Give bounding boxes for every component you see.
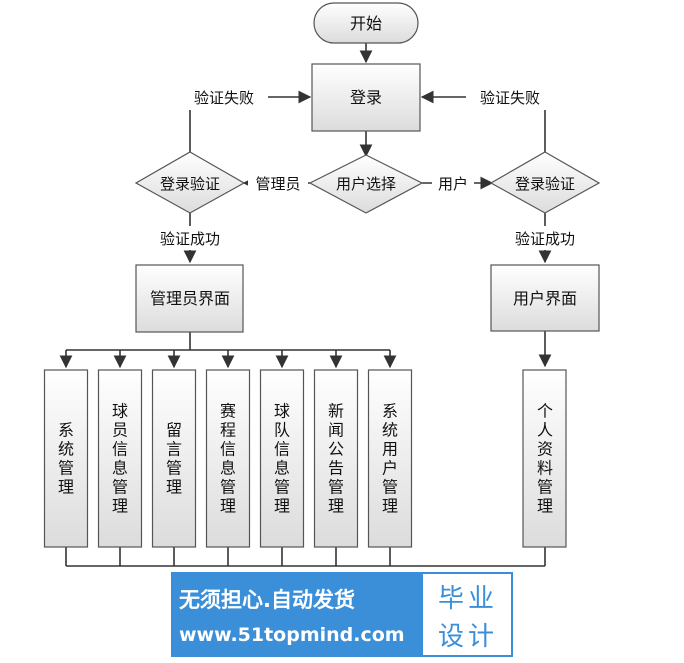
user-edge-label: 用户 [438, 175, 468, 193]
choose-label: 用户选择 [336, 175, 396, 193]
module-node: 留言管理 [151, 369, 197, 548]
module-box [259, 369, 305, 548]
module-box [43, 369, 89, 548]
module-box [151, 369, 197, 548]
verify-right-diamond: 登录验证 [489, 151, 601, 214]
watermark-url: www.51topmind.com [179, 624, 405, 646]
module-node: 赛程信息管理 [205, 369, 251, 548]
module-node: 系统管理 [43, 369, 89, 548]
module-node: 新闻公告管理 [313, 369, 359, 548]
watermark-slogan: 无须担心.自动发货 [179, 588, 355, 612]
module-label: 留言管理 [166, 421, 182, 497]
choose-diamond: 用户选择 [308, 154, 424, 214]
admin-ui-node: 管理员界面 [135, 264, 244, 333]
module-label: 系统用户管理 [382, 402, 398, 516]
success-left-label: 验证成功 [160, 230, 220, 248]
user-module-node: 个人资料管理 [522, 369, 567, 548]
admin-modules: 系统管理 球员信息管理 留言管理 赛程信息管理 球队信息管理 新闻公告管理 系统用户管理 [43, 369, 413, 548]
module-box [313, 369, 359, 548]
success-right-label: 验证成功 [515, 230, 575, 248]
user-ui-label: 用户界面 [513, 289, 577, 308]
module-label: 系统管理 [58, 421, 74, 497]
login-label: 登录 [350, 88, 382, 107]
watermark-left-panel: 无须担心.自动发货 www.51topmind.com [171, 572, 421, 657]
login-node: 登录 [311, 63, 421, 132]
admin-ui-label: 管理员界面 [150, 289, 230, 308]
watermark-badge: 毕业 设计 [421, 572, 513, 657]
module-node: 球员信息管理 [97, 369, 143, 548]
user-module-label: 个人资料管理 [537, 402, 553, 516]
module-label: 赛程信息管理 [220, 402, 236, 516]
watermark-badge-line2: 设计 [437, 622, 498, 652]
module-box [367, 369, 413, 548]
fail-left-label: 验证失败 [194, 89, 254, 107]
fail-right-label: 验证失败 [480, 89, 540, 107]
start-node: 开始 [313, 2, 419, 44]
verify-left-label: 登录验证 [160, 175, 220, 193]
verify-left-diamond: 登录验证 [134, 151, 246, 214]
module-label: 球员信息管理 [112, 402, 128, 516]
module-label: 新闻公告管理 [328, 402, 344, 516]
verify-right-label: 登录验证 [515, 175, 575, 193]
module-node: 系统用户管理 [367, 369, 413, 548]
watermark-banner: 无须担心.自动发货 www.51topmind.com 毕业 设计 [171, 572, 513, 657]
module-label: 球队信息管理 [274, 402, 290, 516]
admin-edge-label: 管理员 [255, 175, 300, 193]
connectors [59, 43, 552, 567]
module-node: 球队信息管理 [259, 369, 305, 548]
user-ui-node: 用户界面 [490, 264, 600, 332]
module-box [97, 369, 143, 548]
module-box [205, 369, 251, 548]
start-label: 开始 [350, 14, 382, 33]
watermark-badge-line1: 毕业 [437, 584, 498, 614]
